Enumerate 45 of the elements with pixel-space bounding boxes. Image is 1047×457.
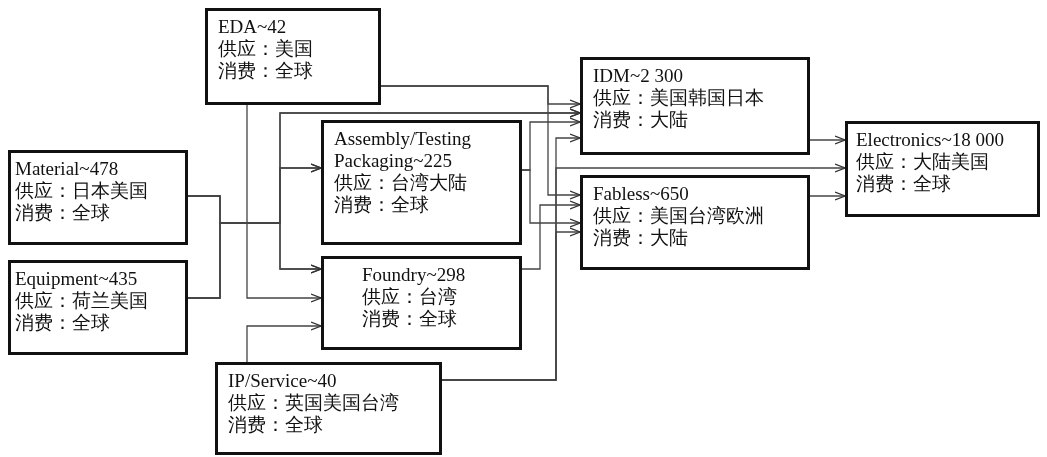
node-text: 供应：英国美国台湾 [228, 392, 400, 414]
process-box [321, 120, 522, 245]
node-title: Assembly/Testing Packaging~225 [334, 128, 472, 172]
node-text: 消费：全球 [334, 194, 430, 216]
node-text: 消费：全球 [15, 312, 111, 334]
node-text: 消费：大陆 [593, 109, 689, 131]
process-box [8, 150, 188, 245]
arrow [246, 321, 322, 363]
arrow [187, 222, 322, 299]
process-box [580, 57, 810, 155]
node-title: Material~478 [15, 158, 120, 180]
node-text: 供应：美国 [218, 38, 314, 60]
node-text: 供应：台湾大陆 [334, 172, 468, 194]
node-text: 消费：全球 [856, 173, 952, 195]
node-text: 消费：全球 [228, 414, 324, 436]
process-box [321, 256, 522, 350]
process-box [8, 260, 188, 355]
node-text: 供应：日本美国 [15, 180, 149, 202]
process-box [205, 8, 381, 105]
arrow [521, 169, 581, 228]
node-title: Foundry~298 [362, 264, 467, 286]
node-title: IP/Service~40 [228, 370, 338, 392]
process-box [845, 121, 1040, 217]
node-text: 供应：大陆美国 [856, 151, 990, 173]
node-text: 供应：荷兰美国 [15, 290, 149, 312]
node-text: 消费：全球 [362, 308, 458, 330]
arrow [246, 104, 322, 303]
process-box [580, 175, 810, 270]
node-title: IDM~2 300 [593, 65, 684, 87]
node-title: Fabless~650 [593, 183, 690, 205]
node-text: 供应：美国韩国日本 [593, 87, 765, 109]
arrow [380, 85, 581, 200]
node-title: Equipment~435 [15, 268, 139, 290]
node-text: 消费：全球 [15, 202, 111, 224]
arrow [441, 163, 846, 381]
process-box [215, 362, 442, 455]
node-text: 供应：台湾 [362, 286, 458, 308]
node-title: Electronics~18 000 [856, 129, 1005, 151]
arrow [809, 135, 846, 145]
node-text: 消费：全球 [218, 60, 314, 82]
arrow [809, 191, 846, 201]
node-title: EDA~42 [218, 16, 288, 38]
arrow [521, 200, 581, 270]
node-text: 供应：美国台湾欧洲 [593, 205, 765, 227]
node-text: 消费：大陆 [593, 227, 689, 249]
